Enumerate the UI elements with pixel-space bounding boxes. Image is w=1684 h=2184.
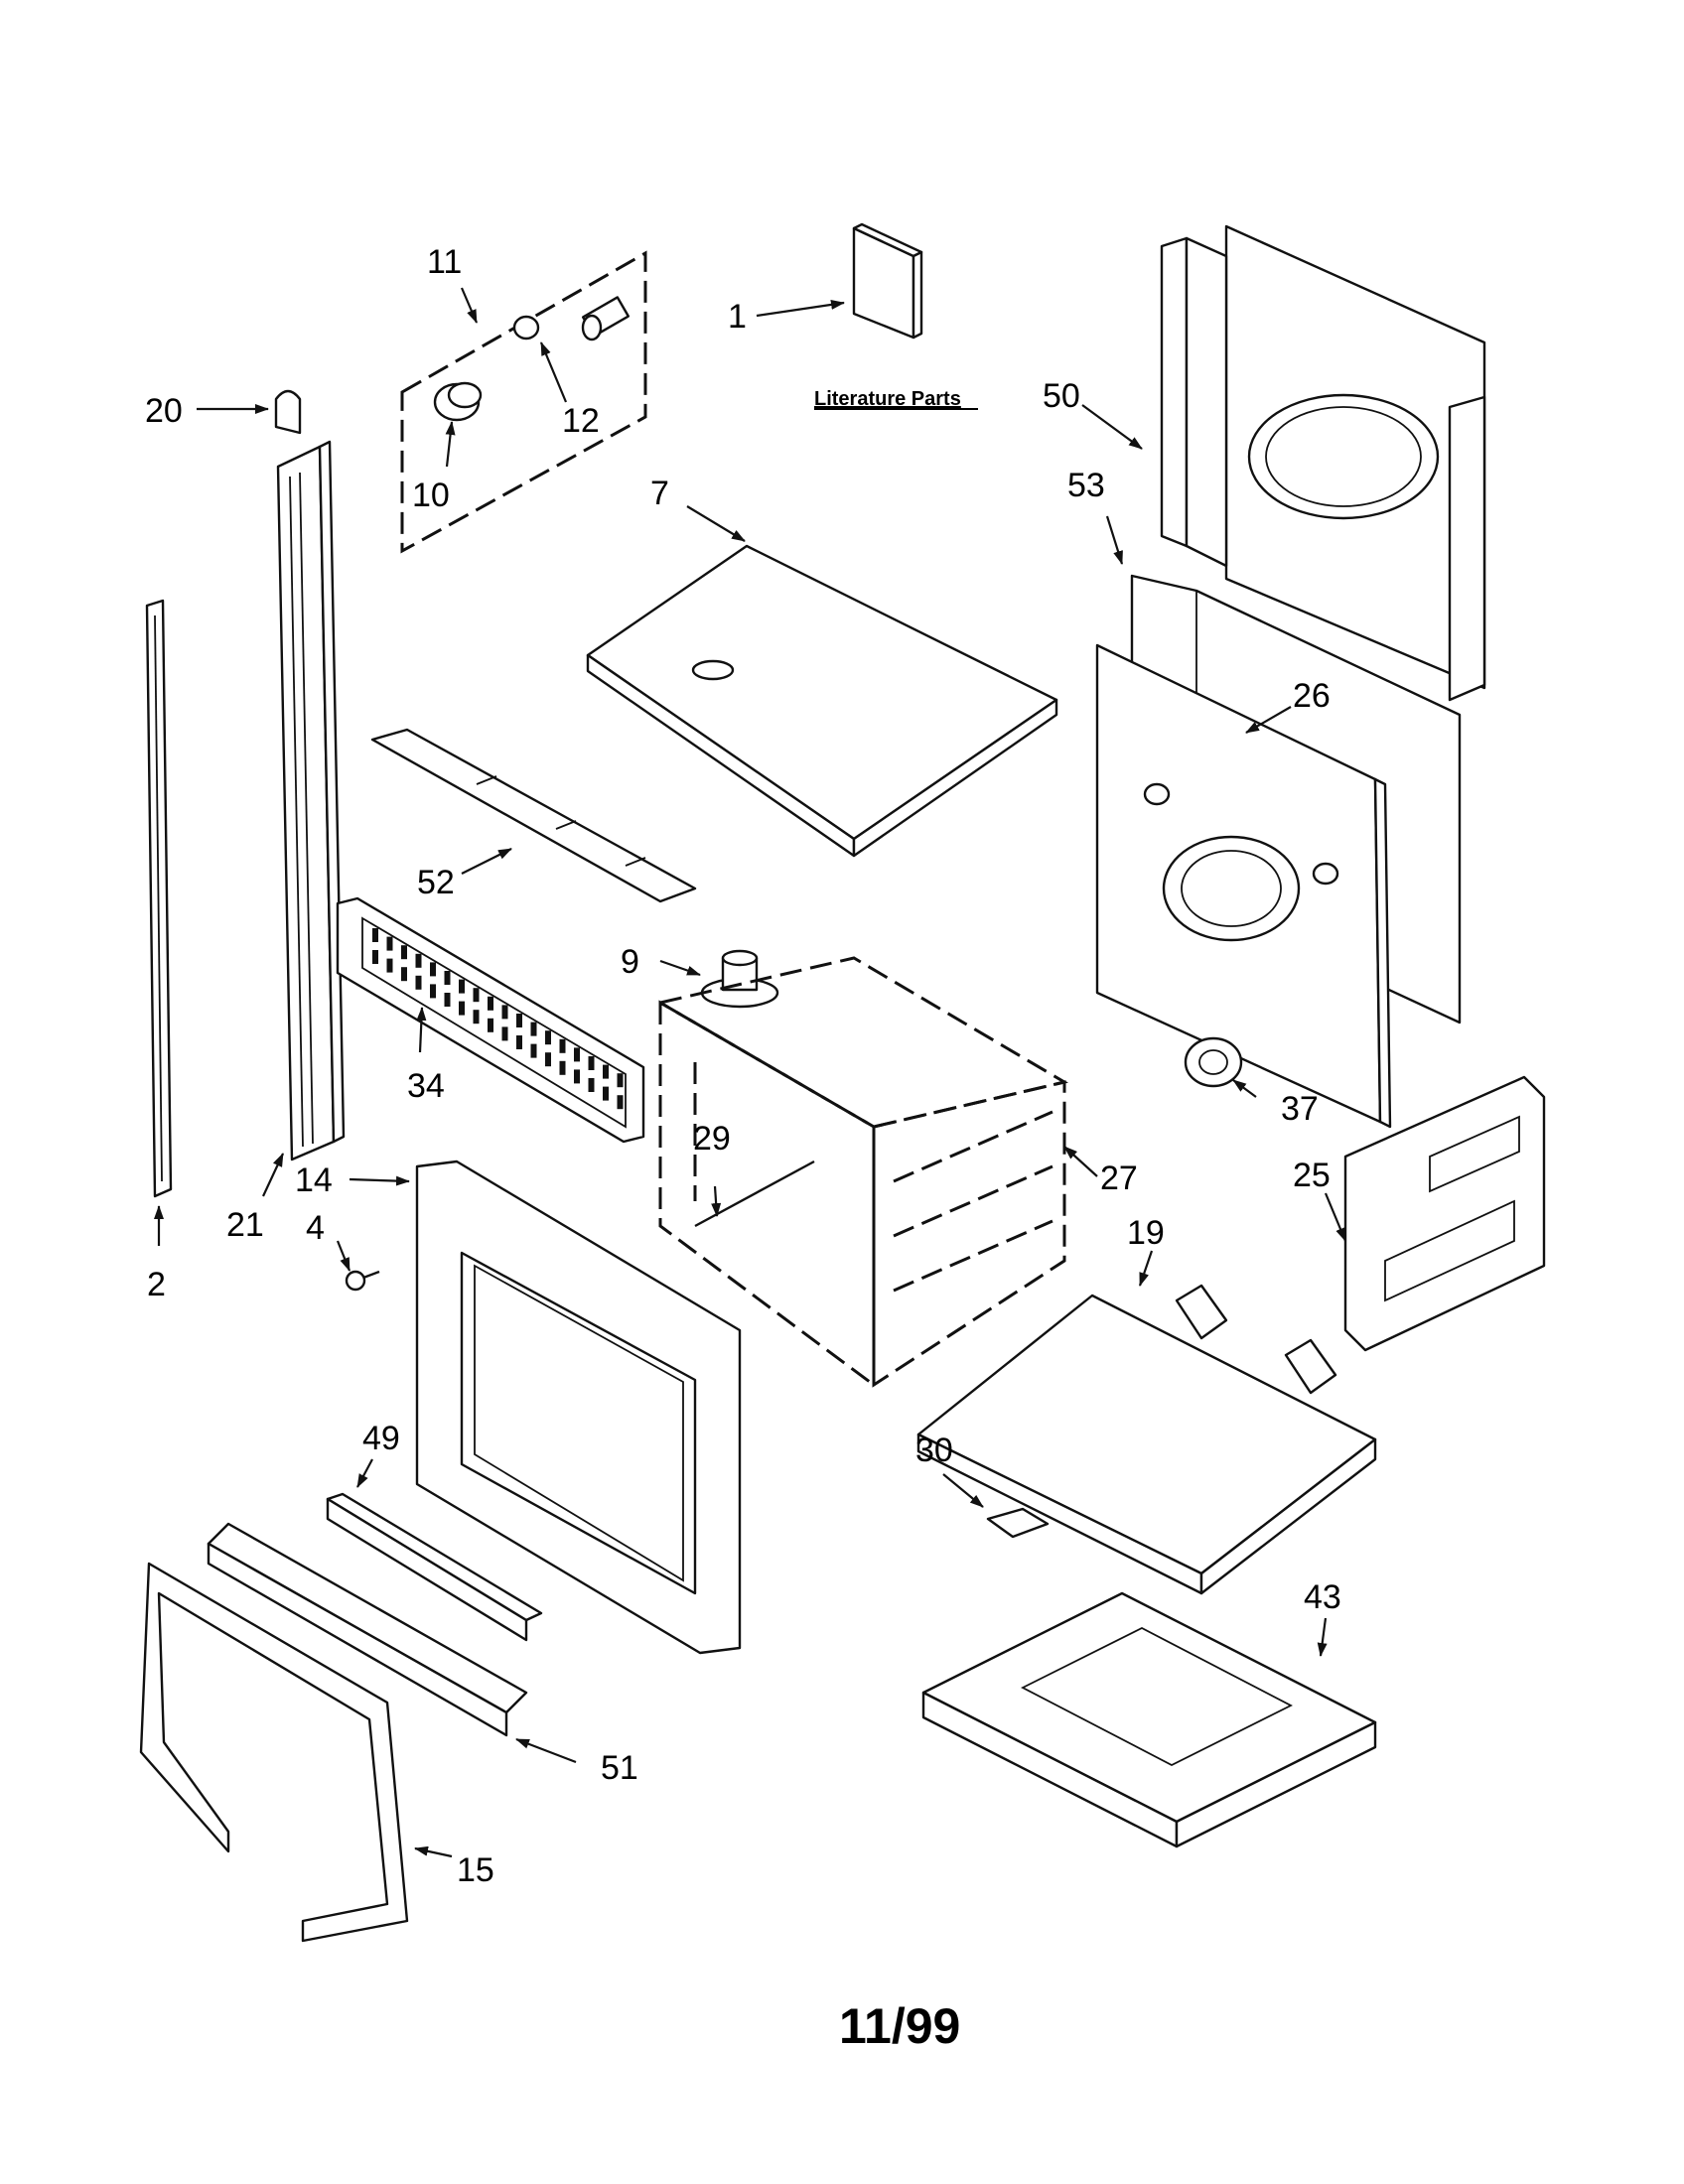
- callout-51: 51: [601, 1749, 638, 1787]
- part-gasket: [1184, 1036, 1243, 1088]
- callout-26: 26: [1293, 677, 1331, 715]
- part-screw: [345, 1270, 380, 1292]
- part-element: [694, 1160, 815, 1228]
- callout-9: 9: [621, 943, 639, 981]
- part-literature-booklet: [852, 222, 923, 340]
- callout-15: 15: [457, 1851, 494, 1889]
- part-trim-strip: [326, 1492, 543, 1642]
- callout-11: 11: [427, 243, 462, 281]
- part-vent-strip: [370, 728, 697, 903]
- callout-49: 49: [362, 1420, 400, 1457]
- callout-25: 25: [1293, 1157, 1331, 1194]
- callout-4: 4: [306, 1209, 325, 1247]
- callout-52: 52: [417, 864, 455, 901]
- part-side-trim: [145, 599, 173, 1198]
- part-base-pan: [921, 1591, 1377, 1848]
- part-bottom-tray: [916, 1284, 1377, 1595]
- callout-14: 14: [295, 1161, 333, 1199]
- callout-12: 12: [562, 402, 600, 440]
- callout-29: 29: [693, 1120, 731, 1158]
- literature-parts-label: Literature Parts: [814, 388, 961, 410]
- callout-30: 30: [915, 1432, 953, 1469]
- part-side-panel: [1343, 1075, 1546, 1352]
- callout-20: 20: [145, 392, 183, 430]
- part-door-gasket: [139, 1562, 409, 1943]
- part-clip: [274, 389, 302, 435]
- part-oven-cavity: [655, 956, 1068, 1388]
- part-top-panel: [586, 544, 1058, 858]
- part-back-plate: [1095, 643, 1392, 1129]
- callout-43: 43: [1304, 1578, 1341, 1616]
- part-side-channel: [276, 440, 346, 1161]
- part-front-vent-trim: [207, 1522, 528, 1737]
- callout-1: 1: [728, 298, 747, 336]
- callout-7: 7: [650, 475, 669, 512]
- callout-27: 27: [1100, 1160, 1138, 1197]
- footer-date: 11/99: [839, 1998, 960, 2054]
- leader-lines: [154, 287, 1347, 1858]
- part-bracket: [986, 1507, 1050, 1539]
- callout-10: 10: [412, 477, 450, 514]
- callout-53: 53: [1067, 467, 1105, 504]
- part-knob-kit: [400, 250, 647, 554]
- callout-2: 2: [147, 1266, 166, 1303]
- callout-21: 21: [226, 1206, 264, 1244]
- part-rear-panel: [1160, 224, 1486, 702]
- part-sensor: [700, 949, 779, 1009]
- callout-37: 37: [1281, 1090, 1319, 1128]
- callout-50: 50: [1043, 377, 1080, 415]
- callout-numbers: 1 2 4 7 9 10 11 12 14 15 19 20 21 25 26 …: [145, 243, 1341, 1889]
- part-front-frame: [415, 1160, 742, 1655]
- callout-34: 34: [407, 1067, 445, 1105]
- callout-19: 19: [1127, 1214, 1165, 1252]
- louver-slots: [372, 928, 624, 1110]
